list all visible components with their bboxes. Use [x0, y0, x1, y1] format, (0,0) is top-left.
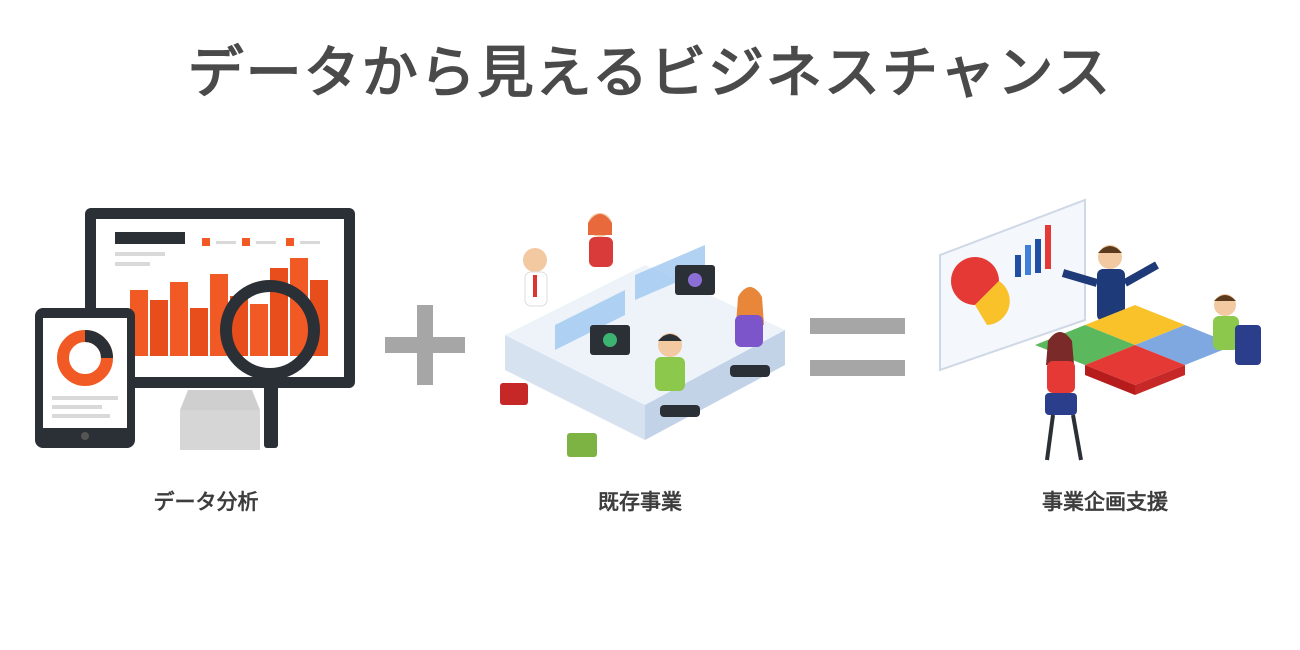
existing-business-illustration: [495, 205, 795, 470]
magnifier-icon: [220, 280, 320, 380]
plus-operator: [385, 305, 465, 385]
caption-data-analysis: データ分析: [153, 490, 259, 514]
business-planning-illustration: [935, 195, 1270, 475]
equals-operator: [810, 318, 905, 378]
data-analysis-illustration: [30, 200, 360, 460]
briefcase-icon: [567, 433, 597, 457]
page-title: データから見えるビジネスチャンス: [187, 41, 1113, 106]
caption-business-planning-support: 事業企画支援: [1042, 490, 1168, 514]
caption-existing-business: 既存事業: [598, 490, 682, 514]
briefcase-icon: [500, 383, 528, 405]
person-icon: [523, 248, 547, 272]
